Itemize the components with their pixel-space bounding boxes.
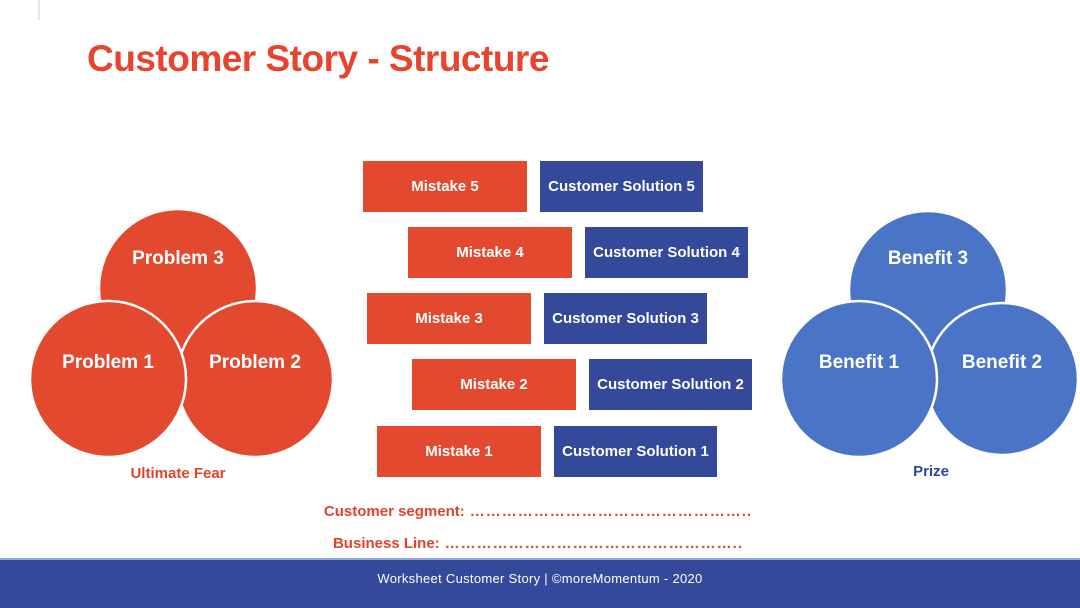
business-line-field: Business Line:……………………………………………….. <box>333 535 743 552</box>
business-line-dotted-line: ……………………………………………….. <box>444 535 744 552</box>
customer-segment-label: Customer segment: <box>323 503 465 520</box>
mistake-1-box: Mistake 1 <box>377 426 541 477</box>
benefits-venn-diagram: Benefit 3 Benefit 1 Benefit 2 <box>779 209 1080 459</box>
benefit-1-circle <box>779 299 939 459</box>
matrix-row-1: Mistake 1 Customer Solution 1 <box>377 426 717 477</box>
slide-title: Customer Story - Structure <box>87 38 549 79</box>
solution-5-box: Customer Solution 5 <box>540 161 703 212</box>
mistake-2-box: Mistake 2 <box>412 359 576 410</box>
matrix-row-2: Mistake 2 Customer Solution 2 <box>412 359 752 410</box>
prize-caption: Prize <box>913 463 949 480</box>
benefit-3-label: Benefit 3 <box>888 248 968 269</box>
mistake-5-box: Mistake 5 <box>363 161 527 212</box>
benefit-1-label: Benefit 1 <box>819 352 900 373</box>
mistake-4-box: Mistake 4 <box>408 227 572 278</box>
solution-1-box: Customer Solution 1 <box>554 426 717 477</box>
benefit-2-circle <box>924 301 1080 457</box>
mistake-3-box: Mistake 3 <box>367 293 531 344</box>
solution-2-box: Customer Solution 2 <box>589 359 752 410</box>
ultimate-fear-caption: Ultimate Fear <box>130 465 226 482</box>
footer-bar: Worksheet Customer Story | ©moreMomentum… <box>0 558 1080 608</box>
customer-segment-field: Customer segment:…………………………………………….. <box>324 503 752 520</box>
matrix-row-3: Mistake 3 Customer Solution 3 <box>367 293 707 344</box>
problems-venn-diagram: Problem 3 Problem 1 Problem 2 <box>28 207 335 459</box>
solution-4-box: Customer Solution 4 <box>585 227 748 278</box>
matrix-row-4: Mistake 4 Customer Solution 4 <box>408 227 748 278</box>
problem-2-circle <box>175 299 335 459</box>
matrix-row-5: Mistake 5 Customer Solution 5 <box>363 161 703 212</box>
problem-1-circle <box>28 299 188 459</box>
problem-2-label: Problem 2 <box>209 352 301 373</box>
solution-3-box: Customer Solution 3 <box>544 293 707 344</box>
problem-1-label: Problem 1 <box>62 352 154 373</box>
problem-3-label: Problem 3 <box>132 248 224 269</box>
slide-edge-artifact <box>38 0 40 20</box>
benefit-2-label: Benefit 2 <box>962 352 1042 373</box>
footer-text: Worksheet Customer Story | ©moreMomentum… <box>377 571 703 586</box>
business-line-label: Business Line: <box>332 535 440 552</box>
customer-segment-dotted-line: …………………………………………….. <box>469 503 753 520</box>
